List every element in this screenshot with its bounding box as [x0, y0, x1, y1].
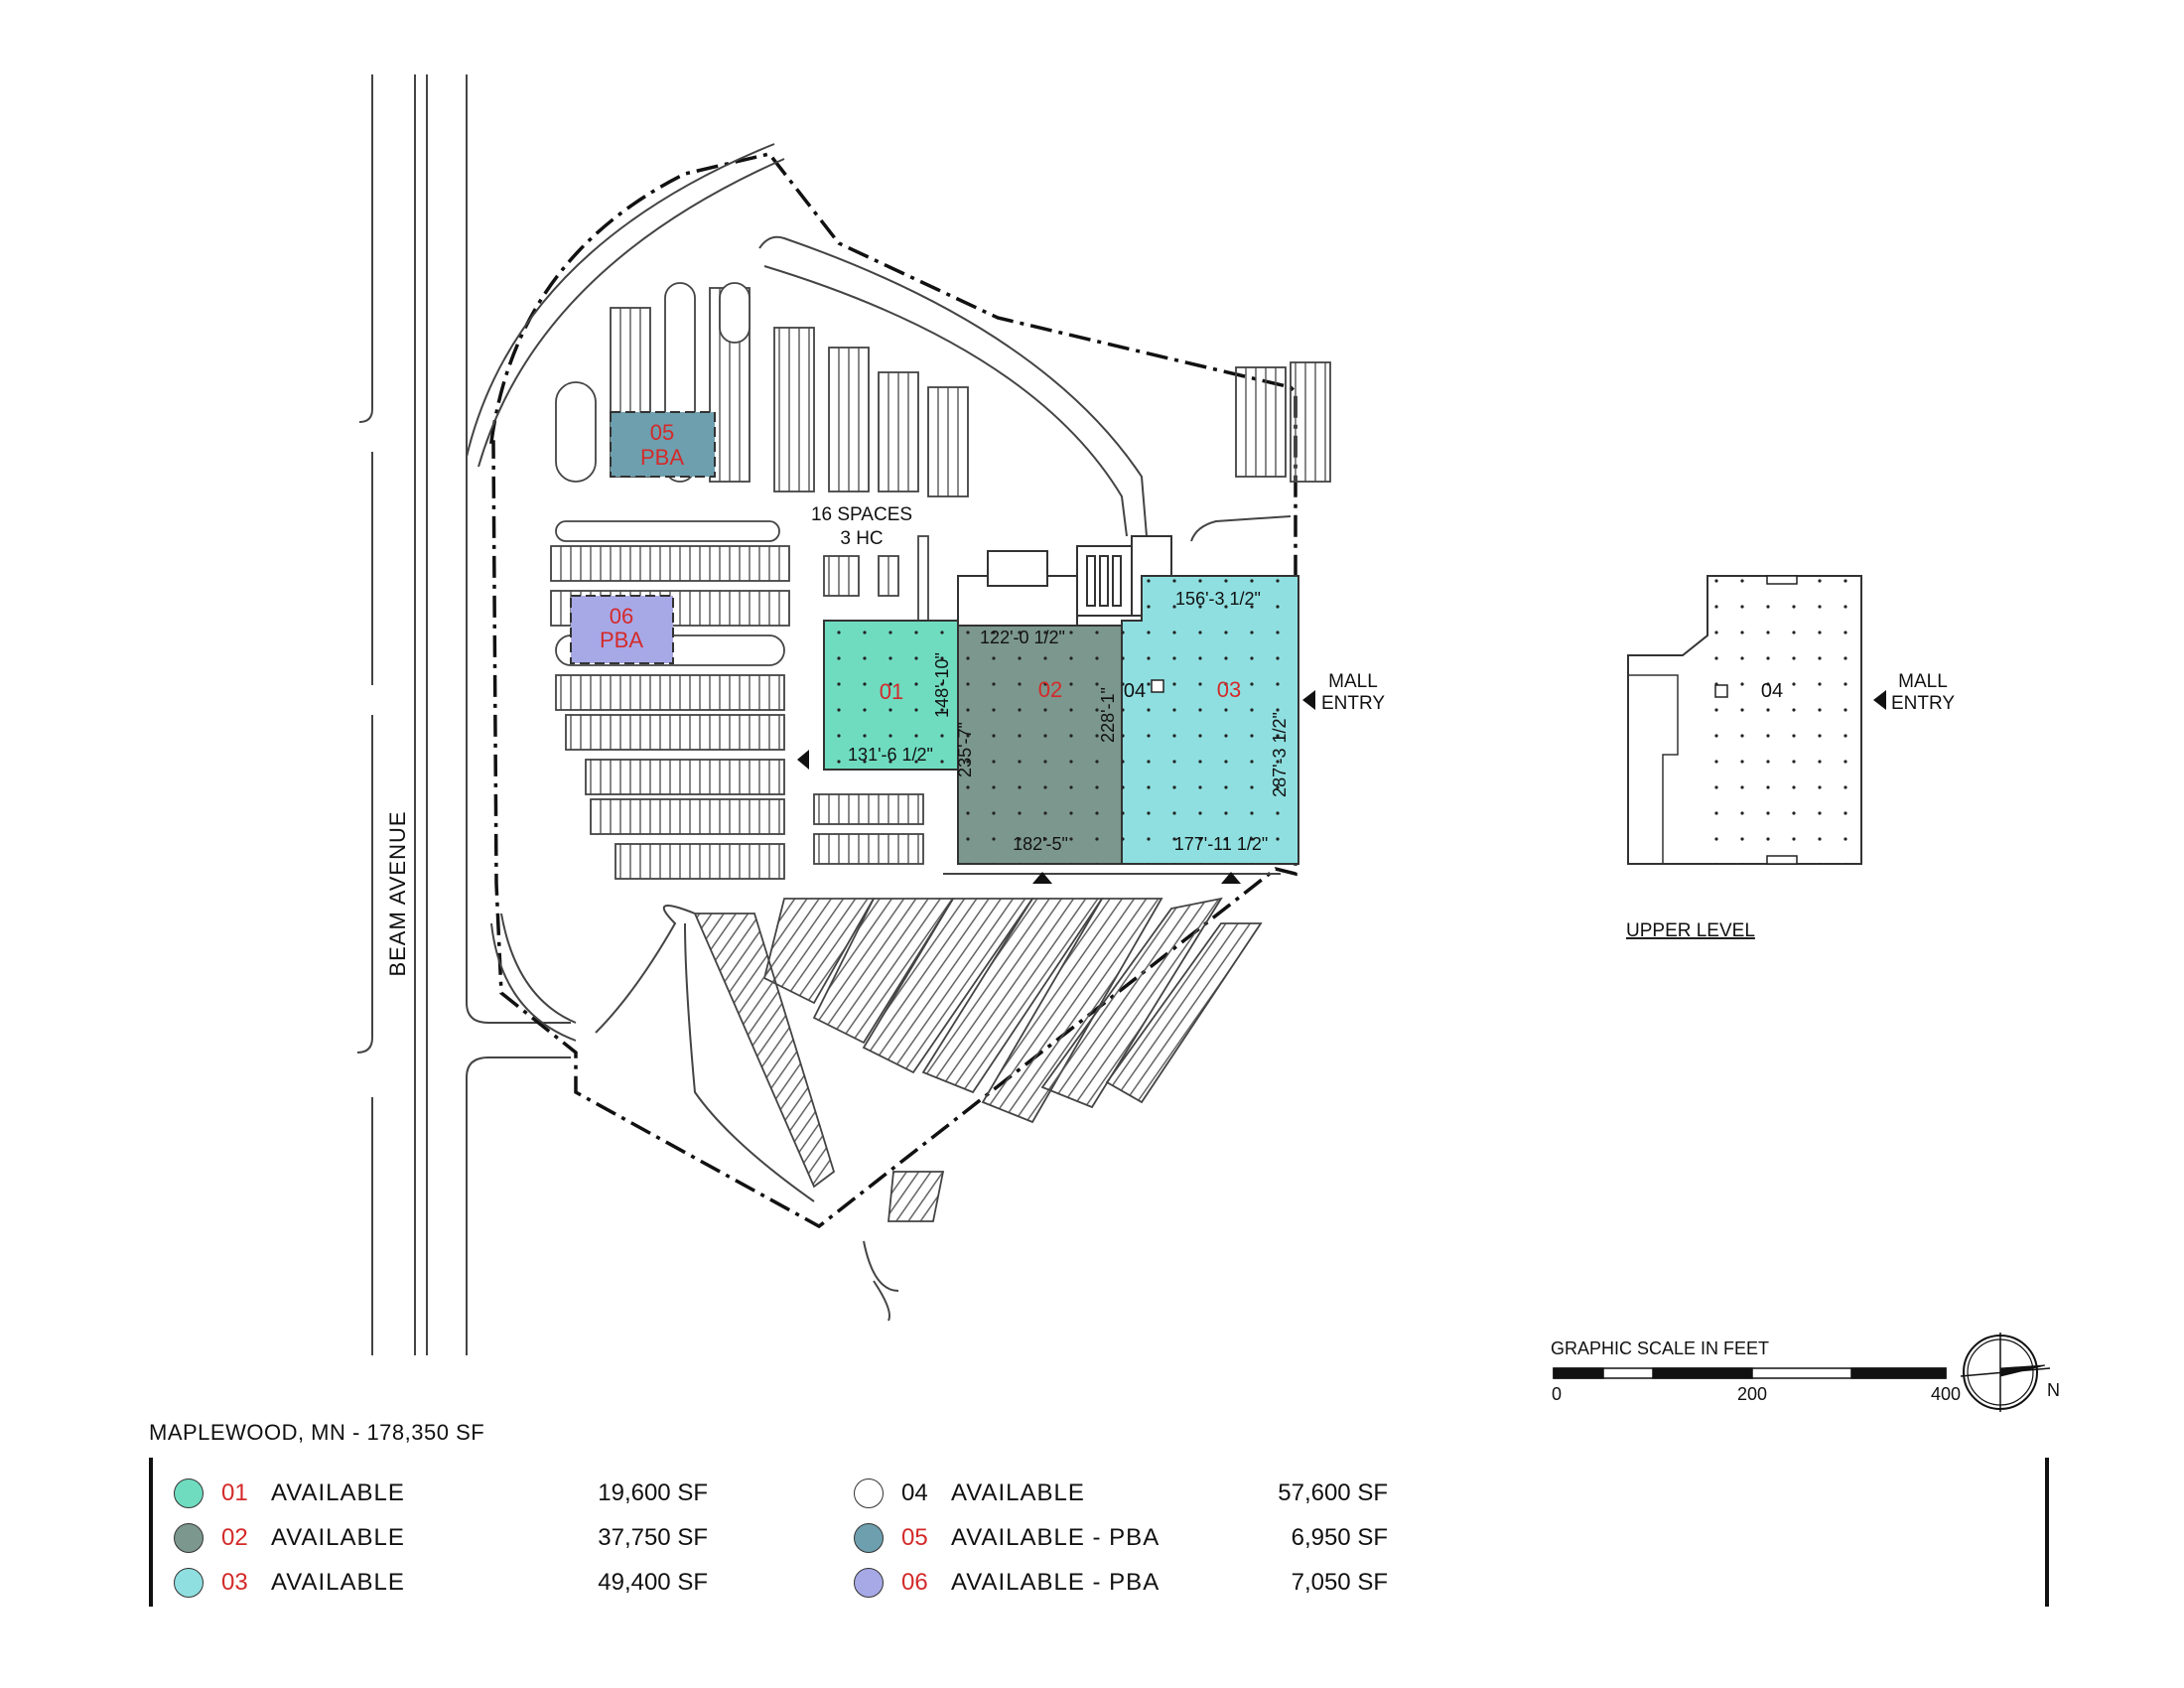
legend-divider-left — [149, 1458, 153, 1607]
legend-item-number: 05 — [901, 1524, 928, 1551]
unit-01-dots — [824, 621, 958, 770]
legend-item-status: AVAILABLE — [271, 1479, 405, 1506]
legend-item-number: 04 — [901, 1479, 928, 1506]
dimension-label: 122'-0 1/2" — [980, 628, 1065, 647]
site-boundary — [488, 152, 1297, 1229]
dimension-label: 156'-3 1/2" — [1175, 589, 1261, 609]
legend-item-05: 05 AVAILABLE - PBA 6,950 SF — [854, 1520, 1388, 1556]
legend-title: MAPLEWOOD, MN - 178,350 SF — [149, 1420, 485, 1445]
legend-item-06: 06 AVAILABLE - PBA 7,050 SF — [854, 1565, 1388, 1601]
scale-tick-0: 0 — [1552, 1384, 1562, 1404]
parking-rows-lower — [693, 897, 1263, 1222]
legend-item-number: 06 — [901, 1569, 928, 1596]
scale-title: GRAPHIC SCALE IN FEET — [1551, 1338, 1769, 1358]
legend-item-03: 03 AVAILABLE 49,400 SF — [174, 1565, 708, 1601]
unit-04-label: 04 — [1124, 680, 1146, 702]
legend-item-04: 04 AVAILABLE 57,600 SF — [854, 1476, 1388, 1511]
dimension-label: 235'-7" — [955, 722, 975, 777]
legend-divider-right — [2045, 1458, 2049, 1607]
beam-avenue-road — [356, 74, 571, 1355]
dimension-label: 228'-1" — [1098, 687, 1118, 743]
upper-level-plan — [1627, 575, 1886, 865]
legend-item-status: AVAILABLE - PBA — [951, 1524, 1160, 1551]
scale-bar — [1553, 1367, 1947, 1379]
north-arrow-icon — [1960, 1333, 2051, 1412]
unit-06-sub-label: PBA — [600, 628, 643, 652]
unit-02-dots — [958, 626, 1122, 864]
swatch-02 — [174, 1523, 204, 1553]
upper-mall-entry-label: ENTRY — [1891, 693, 1955, 714]
legend-item-number: 01 — [221, 1479, 248, 1506]
unit-06-label: 06 — [610, 604, 633, 629]
scale-tick-400: 400 — [1931, 1384, 1961, 1404]
unit-05-label: 05 — [650, 420, 674, 445]
legend-item-area: 49,400 SF — [598, 1569, 708, 1596]
unit-01-label: 01 — [880, 679, 903, 704]
legend-item-number: 03 — [221, 1569, 248, 1596]
legend-item-area: 57,600 SF — [1278, 1479, 1388, 1506]
swatch-01 — [174, 1478, 204, 1508]
unit-02-label: 02 — [1038, 677, 1062, 702]
legend-item-02: 02 AVAILABLE 37,750 SF — [174, 1520, 708, 1556]
unit-03-label: 03 — [1217, 677, 1241, 702]
legend-item-area: 7,050 SF — [1291, 1569, 1388, 1596]
building-annex — [957, 535, 1172, 627]
legend-item-area: 19,600 SF — [598, 1479, 708, 1506]
entry-arrows — [797, 690, 1315, 884]
scale-tick-200: 200 — [1737, 1384, 1767, 1404]
dimension-label: 182'-5" — [1013, 834, 1068, 854]
legend-item-01: 01 AVAILABLE 19,600 SF — [174, 1476, 708, 1511]
north-label: N — [2047, 1380, 2060, 1400]
upper-level-unit-label: 04 — [1761, 680, 1783, 702]
legend-item-area: 37,750 SF — [598, 1524, 708, 1551]
upper-level-title: UPPER LEVEL — [1626, 920, 1755, 941]
swatch-04 — [854, 1478, 884, 1508]
dimension-label: 177'-11 1/2" — [1174, 834, 1269, 854]
legend-item-status: AVAILABLE — [271, 1569, 405, 1596]
parking-hc-label: 3 HC — [840, 528, 883, 549]
legend-item-number: 02 — [221, 1524, 248, 1551]
swatch-06 — [854, 1568, 884, 1598]
upper-mall-entry-label: MALL — [1898, 671, 1948, 692]
legend-item-status: AVAILABLE — [951, 1479, 1085, 1506]
unit-05-sub-label: PBA — [640, 445, 684, 470]
road-name-label: BEAM AVENUE — [385, 810, 410, 976]
swatch-03 — [174, 1568, 204, 1598]
unit-06 — [570, 595, 674, 664]
mall-entry-label: ENTRY — [1321, 693, 1385, 714]
drive-aisles — [466, 143, 1292, 1322]
legend-item-area: 6,950 SF — [1291, 1524, 1388, 1551]
unit-03-dots — [1122, 576, 1298, 864]
mall-entry-label: MALL — [1328, 671, 1378, 692]
legend-item-status: AVAILABLE — [271, 1524, 405, 1551]
legend-item-status: AVAILABLE - PBA — [951, 1569, 1160, 1596]
parking-count-label: 16 SPACES — [811, 504, 912, 525]
dimension-label: 287'-3 1/2" — [1270, 712, 1290, 797]
unit-04-marker — [1151, 679, 1164, 693]
dimension-label: 148'-10" — [932, 652, 952, 718]
swatch-05 — [854, 1523, 884, 1553]
dimension-label: 131'-6 1/2" — [848, 745, 933, 765]
unit-05 — [610, 411, 716, 478]
